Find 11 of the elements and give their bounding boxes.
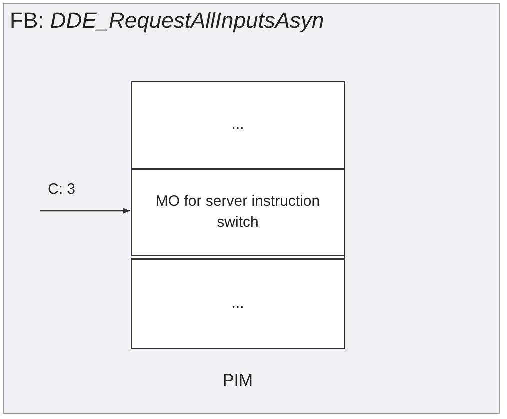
arrow: [40, 208, 130, 214]
function-block-panel: [3, 3, 500, 414]
memory-cell: [131, 169, 345, 259]
cell-text: ...: [230, 294, 246, 314]
block-title: FB: DDE_RequestAllInputsAsyn: [10, 8, 324, 34]
memory-cell: [131, 81, 345, 169]
cell-text: ...: [230, 114, 246, 135]
memory-cell: [131, 259, 345, 349]
cell-text: MO for server instruction switch: [154, 192, 322, 232]
stack-label: PIM: [222, 371, 254, 391]
edge-label: C: 3: [48, 181, 76, 198]
